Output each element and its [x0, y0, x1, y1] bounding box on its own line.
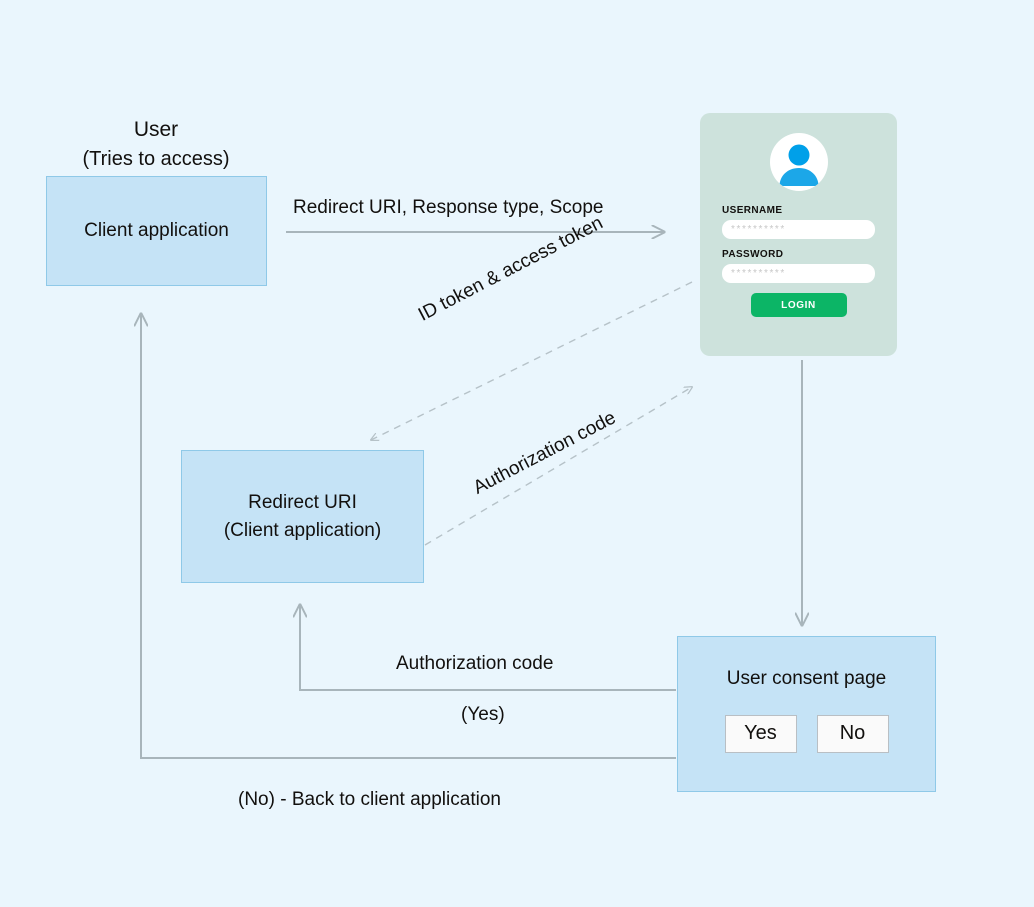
connector-authorization-code-yes [300, 605, 676, 691]
username-input[interactable]: ********** [722, 220, 875, 239]
client-application-label: Client application [84, 220, 229, 242]
connector-label-yes: (Yes) [461, 704, 505, 725]
login-panel[interactable]: USERNAME ********** PASSWORD ********** … [700, 113, 897, 356]
password-input[interactable]: ********** [722, 264, 875, 283]
redirect-uri-line2: (Client application) [223, 519, 382, 541]
connector-label-redirect-params: Redirect URI, Response type, Scope [293, 197, 604, 218]
username-label: USERNAME [722, 205, 783, 216]
consent-page-title: User consent page [726, 668, 887, 689]
client-application-box[interactable]: Client application [46, 176, 267, 286]
user-avatar-icon [769, 133, 828, 191]
consent-buttons-row: Yes No [724, 714, 889, 753]
consent-no-button[interactable]: No [816, 714, 889, 753]
password-label: PASSWORD [722, 249, 784, 260]
user-title: User [133, 118, 179, 141]
connector-authorization-code-diagonal [424, 387, 692, 546]
redirect-uri-box[interactable]: Redirect URI (Client application) [181, 450, 424, 583]
connector-label-authorization-code-diagonal: Authorization code [470, 407, 620, 499]
user-consent-page-box[interactable]: User consent page Yes No [677, 636, 936, 792]
redirect-uri-line1: Redirect URI [248, 491, 357, 513]
login-button[interactable]: LOGIN [750, 293, 847, 317]
consent-yes-button[interactable]: Yes [724, 714, 797, 753]
connector-label-id-token: ID token & access token [415, 212, 607, 326]
connector-label-authorization-code-yes: Authorization code [396, 653, 554, 674]
user-subtitle: (Tries to access) [82, 148, 230, 170]
connector-label-no-back-to-client: (No) - Back to client application [238, 789, 501, 810]
